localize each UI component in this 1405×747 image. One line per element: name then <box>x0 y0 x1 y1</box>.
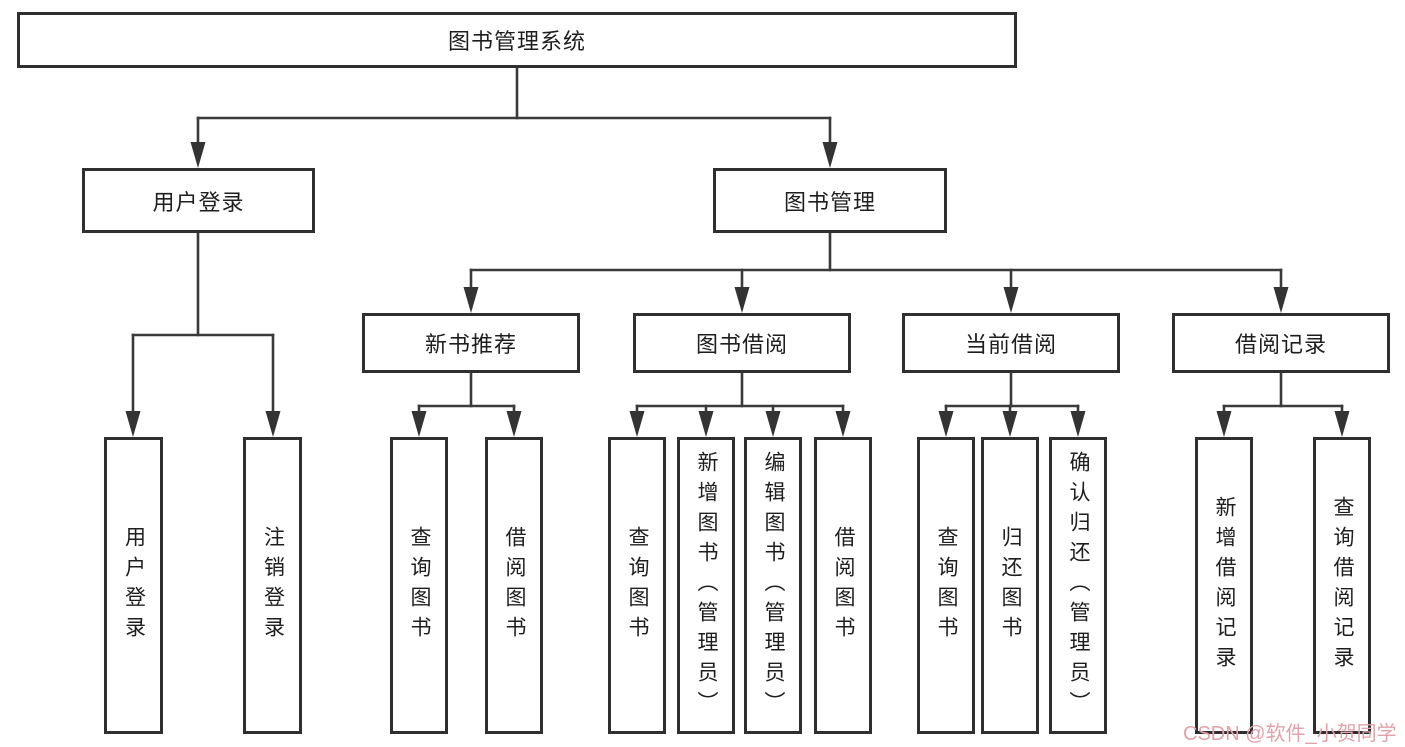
node-box-library-system: 图书管理系统 <box>17 12 1017 68</box>
leaf-box-borrow-books: 借阅图书 <box>814 437 872 734</box>
node-box-book-borrow: 图书借阅 <box>633 313 851 373</box>
node-label: 借阅图书 <box>832 525 855 646</box>
leaf-box-confirm-return-admin: 确认归还（管理员） <box>1049 437 1107 734</box>
node-box-borrow-records: 借阅记录 <box>1172 313 1390 373</box>
node-label: 借阅图书 <box>503 525 526 646</box>
leaf-box-return-book: 归还图书 <box>981 437 1039 734</box>
node-label: 归还图书 <box>999 525 1022 646</box>
node-label: 图书管理系统 <box>447 29 586 54</box>
node-label: 新增图书（管理员） <box>695 450 718 721</box>
leaf-box-query-books-borrow: 查询图书 <box>608 437 666 734</box>
leaf-box-logout-login: 注销登录 <box>243 437 302 734</box>
node-label: 查询图书 <box>626 525 649 646</box>
node-box-new-book-recommend: 新书推荐 <box>362 313 580 373</box>
node-label: 查询图书 <box>408 525 431 646</box>
node-box-book-management: 图书管理 <box>713 168 947 233</box>
node-box-current-borrow: 当前借阅 <box>902 313 1120 373</box>
leaf-box-add-borrow-record: 新增借阅记录 <box>1195 437 1253 734</box>
node-label: 借阅记录 <box>1234 332 1327 357</box>
csdn-watermark: CSDN @软件_小贺同学 <box>1183 723 1397 745</box>
node-label: 新书推荐 <box>424 332 517 357</box>
node-label: 用户登录 <box>152 189 245 215</box>
node-box-user-login: 用户登录 <box>82 168 315 233</box>
leaf-box-edit-book-admin: 编辑图书（管理员） <box>744 437 802 734</box>
leaf-box-query-books-current: 查询图书 <box>917 437 975 734</box>
node-label: 确认归还（管理员） <box>1067 450 1090 721</box>
node-label: 查询图书 <box>935 525 958 646</box>
leaf-box-query-books-recommend: 查询图书 <box>390 437 448 734</box>
node-label: 图书管理 <box>783 189 876 215</box>
node-label: 注销登录 <box>261 525 285 646</box>
node-label: 图书借阅 <box>695 332 788 357</box>
node-label: 编辑图书（管理员） <box>762 450 785 721</box>
leaf-box-borrow-books-recommend: 借阅图书 <box>485 437 543 734</box>
node-label: 当前借阅 <box>964 332 1057 357</box>
node-label: 用户登录 <box>122 525 146 646</box>
leaf-box-user-login: 用户登录 <box>104 437 163 734</box>
leaf-box-add-book-admin: 新增图书（管理员） <box>677 437 735 734</box>
node-label: 新增借阅记录 <box>1213 495 1236 676</box>
leaf-box-query-borrow-record: 查询借阅记录 <box>1313 437 1371 734</box>
node-label: 查询借阅记录 <box>1331 495 1354 676</box>
